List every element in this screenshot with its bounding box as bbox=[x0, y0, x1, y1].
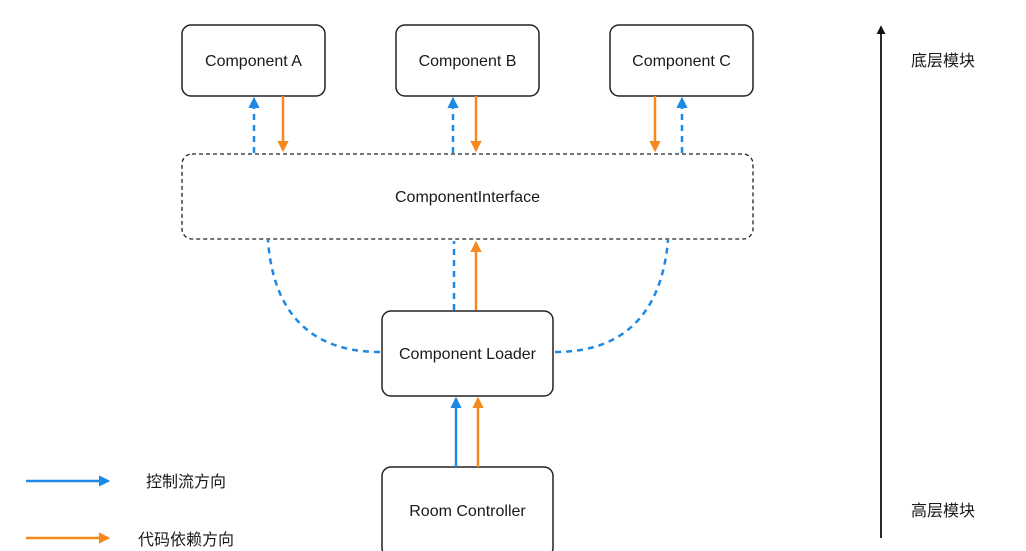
component-b-box: Component B bbox=[395, 24, 540, 97]
room-controller-box: Room Controller bbox=[381, 466, 554, 551]
room-controller-label: Room Controller bbox=[409, 503, 526, 520]
legend-code-dependency-label: 代码依赖方向 bbox=[138, 530, 234, 549]
component-loader-box: Component Loader bbox=[381, 310, 554, 397]
component-loader-label: Component Loader bbox=[399, 346, 537, 363]
axis-bottom-label: 高层模块 bbox=[911, 501, 975, 520]
axis-top-label: 底层模块 bbox=[911, 51, 975, 70]
component-c-label: Component C bbox=[632, 53, 731, 70]
control-flow-curve-right bbox=[554, 239, 670, 354]
legend-control-flow-label: 控制流方向 bbox=[146, 472, 226, 491]
component-b-label: Component B bbox=[419, 53, 517, 70]
component-a-box: Component A bbox=[181, 24, 326, 97]
component-a-label: Component A bbox=[205, 53, 302, 70]
component-interface-label: ComponentInterface bbox=[395, 189, 540, 206]
component-c-box: Component C bbox=[609, 24, 754, 97]
component-interface-box: ComponentInterface bbox=[181, 153, 754, 240]
control-flow-curve-left bbox=[266, 239, 381, 354]
